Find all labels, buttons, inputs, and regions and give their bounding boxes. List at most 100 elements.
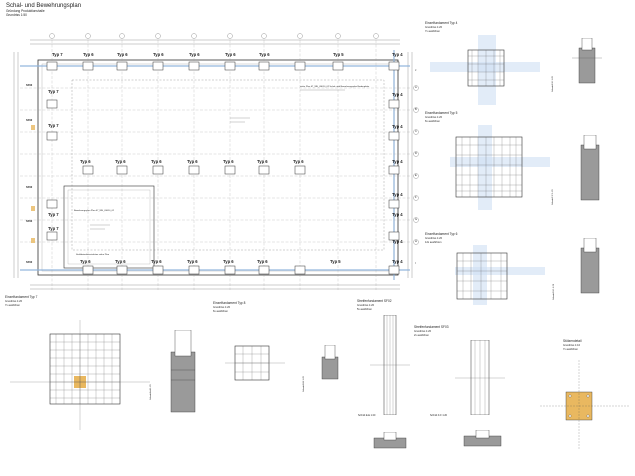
plan-label-left: Typ 7 [48, 123, 59, 128]
plan-label-right: Typ 4 [392, 92, 403, 97]
detail-typ6-scale: Grundriss 1:20 [425, 237, 443, 240]
section-sf03-drawing [460, 430, 505, 448]
grid-letter: F [415, 196, 417, 199]
section-typ4-drawing [572, 38, 602, 93]
sheet-subtitle-1: Gründung Produktionshalle [6, 9, 45, 13]
plan-label-mid: Typ 6 [115, 159, 126, 164]
section-typ5-label: Schnitt F-F 1:20 [552, 189, 554, 205]
detail-typ4-title: Einzelfundament Typ 4 [425, 21, 458, 25]
main-plan-svg [13, 33, 419, 290]
detail-stuetz-scale: Grundriss 1:10 [563, 344, 581, 347]
sheet-subtitle-2: Grundriss 1:50 [6, 13, 27, 17]
section-typ7-label: Schnitt A-A 1:20 [150, 384, 152, 400]
plan-note-3: Stahlbetonkonstruktion siehe Plan [76, 254, 110, 256]
detail-typ4-scale: Grundriss 1:20 [425, 26, 443, 29]
detail-typ6-count: 12x ausführen [425, 241, 442, 244]
detail-typ5-title: Einzelfundament Typ 5 [425, 111, 458, 115]
detail-typ5-count: 6x ausführen [425, 120, 440, 123]
plan-label-top: Typ 6 [153, 52, 164, 57]
plan-label-top: Typ 5 [333, 52, 344, 57]
plan-label-mid: Typ 4 [392, 159, 403, 164]
detail-sf03-drawing [455, 340, 505, 415]
section-typ4-label: Schnitt E-E 1:20 [552, 76, 554, 92]
plan-label-mid: Typ 6 [187, 159, 198, 164]
detail-stuetz-drawing [540, 360, 630, 450]
plan-label-top: Typ 6 [225, 52, 236, 57]
plan-label-bottom: Typ 6 [115, 259, 126, 264]
detail-sf03-title: Streifenfundament SF03 [414, 325, 449, 329]
grid-letter: C [415, 130, 417, 133]
detail-typ6-drawing [455, 245, 545, 305]
detail-typ4-drawing [430, 35, 540, 105]
detail-stuetz-title: Stützendetail [563, 339, 582, 343]
plan-label-mid: Typ 6 [257, 159, 268, 164]
plan-label-right: Typ 4 [392, 212, 403, 217]
section-typ8-label: Schnitt B-B 1:20 [303, 376, 305, 392]
detail-typ7-scale: Grundriss 1:20 [5, 300, 23, 303]
detail-typ8-count: 6x ausführen [213, 310, 228, 313]
section-typ6-label: Schnitt D-D 1:20 [553, 283, 555, 300]
grid-letter: I [415, 262, 416, 265]
section-sf02-drawing [370, 432, 410, 450]
plan-note-2: Bewehrungsplan Plan 07_WE_03010_02 [74, 210, 115, 212]
plan-label-sf: SF02 [26, 220, 33, 223]
detail-typ5-scale: Grundriss 1:20 [425, 116, 443, 119]
detail-typ7-drawing [10, 320, 150, 430]
plan-label-top: Typ 6 [117, 52, 128, 57]
detail-sf02-drawing [370, 315, 410, 415]
grid-letter: G [415, 218, 418, 221]
grid-letter: B [415, 108, 417, 111]
grid-letter: E [415, 174, 417, 177]
detail-typ8-scale: Grundriss 1:20 [213, 306, 231, 309]
plan-label-left: Typ 7 [48, 226, 59, 231]
sheet-title: Schal- und Bewehrungsplan [6, 3, 82, 9]
plan-label-left: Typ 7 [48, 89, 59, 94]
plan-label-top: Typ 6 [259, 52, 270, 57]
grid-letter: D [415, 152, 417, 155]
plan-label-bottom: Typ 6 [257, 259, 268, 264]
plan-label-sf: SF02 [26, 84, 33, 87]
detail-typ8-title: Einzelfundament Typ 8 [213, 301, 246, 305]
plan-label-bottom: Typ 5 [330, 259, 341, 264]
main-floor-plan: Typ 7 Typ 6 Typ 6 Typ 6 Typ 6 Typ 6 Typ … [0, 0, 420, 300]
grid-letter: J [415, 69, 417, 72]
plan-label-left: Typ 7 [48, 212, 59, 217]
section-sf02-label: Schnitt E-E 1:20 [358, 414, 376, 417]
plan-label-top: Typ 6 [189, 52, 200, 57]
plan-label-bottom: Typ 6 [223, 259, 234, 264]
plan-label-right: Typ 4 [392, 192, 403, 197]
section-typ8-drawing [318, 345, 343, 383]
grid-letter: H [415, 240, 417, 243]
detail-sf02-title: Streifenfundament SF02 [357, 299, 392, 303]
detail-sf03-count: 2x ausführen [414, 334, 429, 337]
detail-typ7-count: 7x ausführen [5, 304, 20, 307]
section-sf03-label: Schnitt F-F 1:20 [430, 414, 448, 417]
detail-sf02-count: 5x ausführen [357, 308, 372, 311]
section-typ6-drawing [575, 238, 605, 298]
detail-sf02-scale: Grundriss 1:20 [357, 304, 375, 307]
section-typ5-drawing [575, 135, 605, 210]
plan-label-mid: Typ 6 [151, 159, 162, 164]
section-typ7-drawing [165, 330, 200, 425]
detail-typ4-count: 7x ausführen [425, 30, 440, 33]
detail-stuetz-count: 7x ausführen [563, 348, 578, 351]
detail-typ5-drawing [450, 125, 550, 210]
detail-typ6-title: Einzelfundament Typ 6 [425, 232, 458, 236]
detail-typ7-title: Einzelfundament Typ 7 [5, 295, 38, 299]
plan-label-right: Typ 4 [392, 124, 403, 129]
plan-label-sf: SF02 [26, 119, 33, 122]
plan-label-top: Typ 4 [392, 52, 403, 57]
plan-label-right: Typ 4 [392, 239, 403, 244]
plan-label-bottom: Typ 6 [151, 259, 162, 264]
plan-label-bottom: Typ 4 [392, 259, 403, 264]
grid-letter: A [415, 86, 417, 89]
plan-label-bottom: Typ 6 [80, 259, 91, 264]
plan-label-mid: Typ 6 [223, 159, 234, 164]
plan-label-mid: Typ 6 [80, 159, 91, 164]
detail-typ8-drawing [225, 340, 285, 390]
plan-label-sf: SF02 [26, 261, 33, 264]
plan-label-mid: Typ 6 [293, 159, 304, 164]
plan-note-1: siehe Plan 07_WE_03010_02 Schal- und Bew… [300, 86, 370, 88]
plan-label-sf: SF02 [26, 186, 33, 189]
plan-label-typ7-top: Typ 7 [52, 52, 63, 57]
